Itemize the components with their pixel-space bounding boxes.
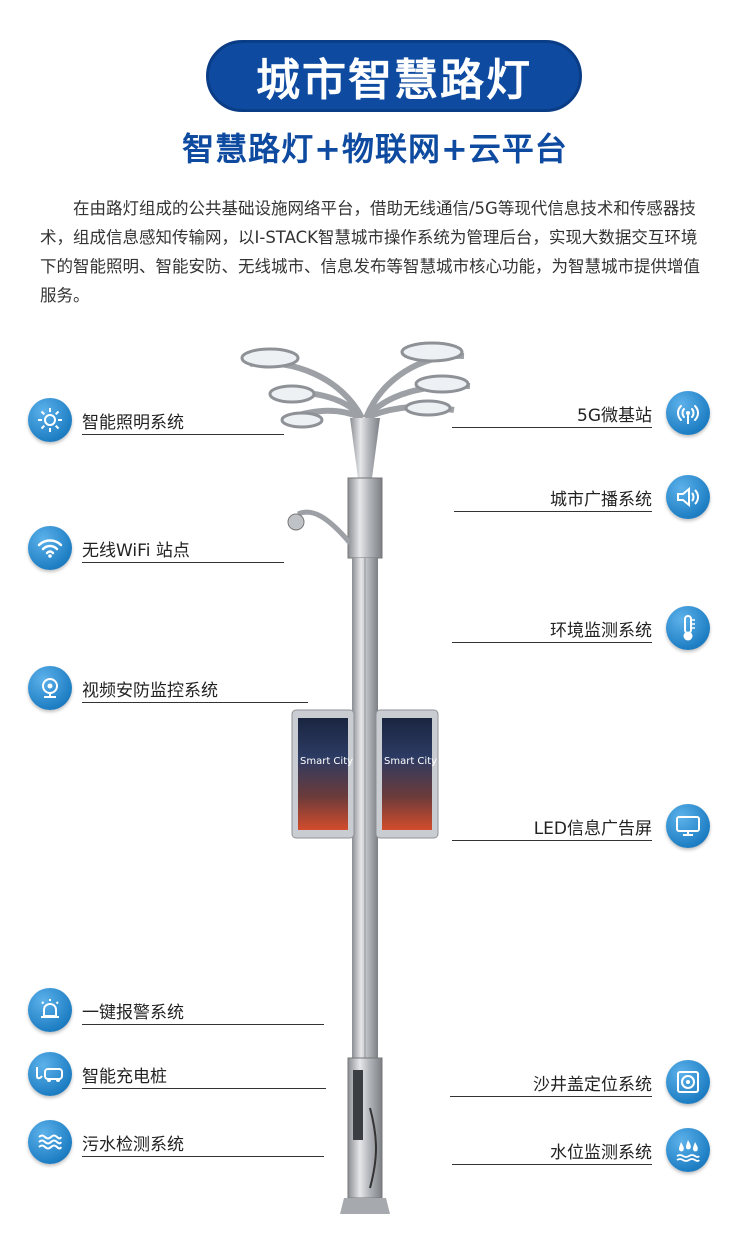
alarm-icon <box>28 988 72 1032</box>
feature-label: 污水检测系统 <box>82 1135 184 1155</box>
feature-label: 沙井盖定位系统 <box>533 1075 652 1095</box>
page-title: 城市智慧路灯 <box>256 55 532 106</box>
smart-pole-illustration: Smart City Smart City <box>240 341 471 1214</box>
feature-label: 城市广播系统 <box>550 490 652 510</box>
screen-text-right: Smart City <box>384 756 437 767</box>
leader-line <box>82 1156 324 1157</box>
water-drops-icon <box>666 1128 710 1172</box>
manhole-icon <box>666 1060 710 1104</box>
feature-5g: 5G微基站 <box>410 391 710 435</box>
screen-text-left: Smart City <box>300 756 353 767</box>
water-waves-icon <box>28 1120 72 1164</box>
camera-arm <box>297 509 352 545</box>
camera-icon <box>28 666 72 710</box>
feature-label: 一键报警系统 <box>82 1003 184 1023</box>
intro-paragraph: 在由路灯组成的公共基础设施网络平台，借助无线通信/5G等现代信息技术和传感器技术… <box>40 194 708 310</box>
monitor-icon <box>666 804 710 848</box>
leader-line <box>454 511 652 512</box>
leader-line <box>82 1024 324 1025</box>
leader-line <box>450 1096 652 1097</box>
ev-charging-icon <box>28 1052 72 1096</box>
feature-label: 智能充电桩 <box>82 1067 167 1087</box>
page-subtitle: 智慧路灯+物联网+云平台 <box>182 130 568 168</box>
sun-icon <box>28 398 72 442</box>
thermometer-icon <box>666 606 710 650</box>
speaker-icon <box>666 475 710 519</box>
feature-manhole-positioning: 沙井盖定位系统 <box>410 1060 710 1104</box>
pole-base <box>340 1198 390 1214</box>
feature-label: 视频安防监控系统 <box>82 681 218 701</box>
feature-label: 环境监测系统 <box>550 621 652 641</box>
pole-upper-module <box>347 477 383 559</box>
feature-water-level: 水位监测系统 <box>410 1128 710 1172</box>
signal-icon <box>666 391 710 435</box>
feature-label: 智能照明系统 <box>82 413 184 433</box>
feature-label: 水位监测系统 <box>550 1143 652 1163</box>
leader-line <box>452 427 652 428</box>
lamp-heads <box>240 341 470 429</box>
leader-line <box>82 702 308 703</box>
feature-led-screen: LED信息广告屏 <box>410 804 710 848</box>
feature-broadcast: 城市广播系统 <box>410 475 710 519</box>
wifi-icon <box>28 526 72 570</box>
leader-line <box>82 434 284 435</box>
camera-dome <box>287 513 305 531</box>
page-title-banner: 城市智慧路灯 <box>206 40 582 112</box>
leader-line <box>452 1164 652 1165</box>
pole-top-cone <box>350 418 380 478</box>
led-screen-right: Smart City <box>375 709 439 839</box>
led-screen-left: Smart City <box>291 709 355 839</box>
feature-label: LED信息广告屏 <box>533 819 652 839</box>
intro-text: 在由路灯组成的公共基础设施网络平台，借助无线通信/5G等现代信息技术和传感器技术… <box>40 199 700 305</box>
feature-environment-monitoring: 环境监测系统 <box>410 606 710 650</box>
leader-line <box>452 642 652 643</box>
leader-line <box>82 1088 326 1089</box>
feature-label: 无线WiFi 站点 <box>82 541 190 561</box>
leader-line <box>452 840 652 841</box>
feature-label: 5G微基站 <box>577 406 652 426</box>
leader-line <box>82 562 284 563</box>
